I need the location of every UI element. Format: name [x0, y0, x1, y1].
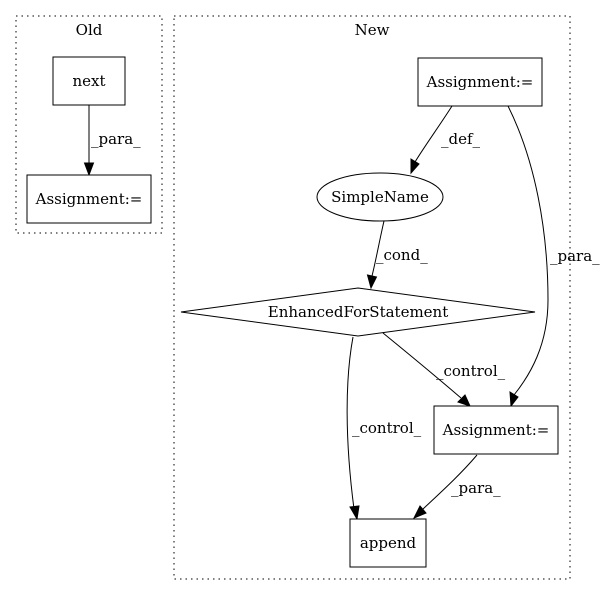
- edge-assignment-to-assignment: _para_: [507, 105, 600, 408]
- edge-assignment-to-append-label: _para_: [451, 479, 501, 497]
- node-simplename-ellipse: [316, 172, 444, 222]
- edge-for-to-assignment-line: [382, 332, 462, 399]
- node-new-assignment-top-box: [417, 57, 543, 107]
- node-enhanced-for: EnhancedForStatement: [180, 287, 536, 337]
- edge-simplename-to-for-arrow: [366, 274, 378, 290]
- node-next-label: next: [72, 72, 105, 90]
- node-append-label: append: [360, 534, 417, 552]
- node-enhanced-for-diamond: [180, 287, 536, 337]
- cluster-new-label: New: [355, 21, 390, 39]
- edge-for-to-append-line: [346, 336, 355, 510]
- edge-for-to-assignment: _control_: [382, 332, 506, 407]
- edge-assignment-to-append-arrow: [412, 505, 427, 519]
- edge-assignment-to-simplename-arrow: [410, 158, 420, 175]
- node-append-box: [349, 518, 427, 568]
- cluster-old-label: Old: [76, 21, 103, 39]
- edge-simplename-to-for-label: _cond_: [376, 246, 428, 264]
- node-old-assignment: Assignment:=: [26, 174, 152, 224]
- edge-assignment-to-assignment-arrow: [509, 391, 519, 408]
- edge-for-to-assignment-label: _control_: [436, 362, 506, 380]
- edge-for-to-assignment-arrow: [457, 394, 471, 407]
- node-old-assignment-label: Assignment:=: [35, 190, 143, 208]
- node-new-assignment-top-label: Assignment:=: [426, 73, 534, 91]
- cluster-new: New: [173, 15, 571, 580]
- node-simplename: SimpleName: [316, 172, 444, 222]
- cluster-new-frame: [173, 15, 571, 580]
- node-new-assignment-mid: Assignment:=: [433, 405, 559, 455]
- edge-assignment-to-append-line: [422, 454, 478, 510]
- edge-for-to-append: _control_: [346, 336, 422, 521]
- edge-assignment-to-simplename: _def_: [410, 105, 481, 175]
- node-simplename-label: SimpleName: [331, 188, 429, 206]
- node-next-box: [52, 56, 126, 106]
- edge-assignment-to-simplename-line: [414, 105, 453, 163]
- edge-for-to-append-label: _control_: [352, 419, 422, 437]
- node-enhanced-for-label: EnhancedForStatement: [268, 303, 448, 321]
- edge-assignment-to-assignment-label: _para_: [550, 247, 600, 265]
- edge-assignment-to-append: _para_: [412, 454, 501, 519]
- node-new-assignment-mid-box: [433, 405, 559, 455]
- edge-next-to-assignment-label: _para_: [91, 130, 141, 148]
- node-new-assignment-mid-label: Assignment:=: [442, 421, 550, 439]
- node-new-assignment-top: Assignment:=: [417, 57, 543, 107]
- edge-for-to-append-arrow: [349, 505, 360, 521]
- edge-next-to-assignment: _para_: [83, 105, 141, 177]
- node-append: append: [349, 518, 427, 568]
- edge-simplename-to-for-line: [371, 220, 385, 277]
- edge-simplename-to-for: _cond_: [366, 220, 428, 290]
- edge-assignment-to-assignment-line: [507, 105, 549, 396]
- node-next: next: [52, 56, 126, 106]
- cluster-old: Old: [15, 15, 163, 234]
- node-old-assignment-box: [26, 174, 152, 224]
- edge-assignment-to-simplename-label: _def_: [441, 130, 481, 148]
- edge-next-to-assignment-arrow: [83, 162, 95, 177]
- cluster-old-frame: [15, 15, 163, 234]
